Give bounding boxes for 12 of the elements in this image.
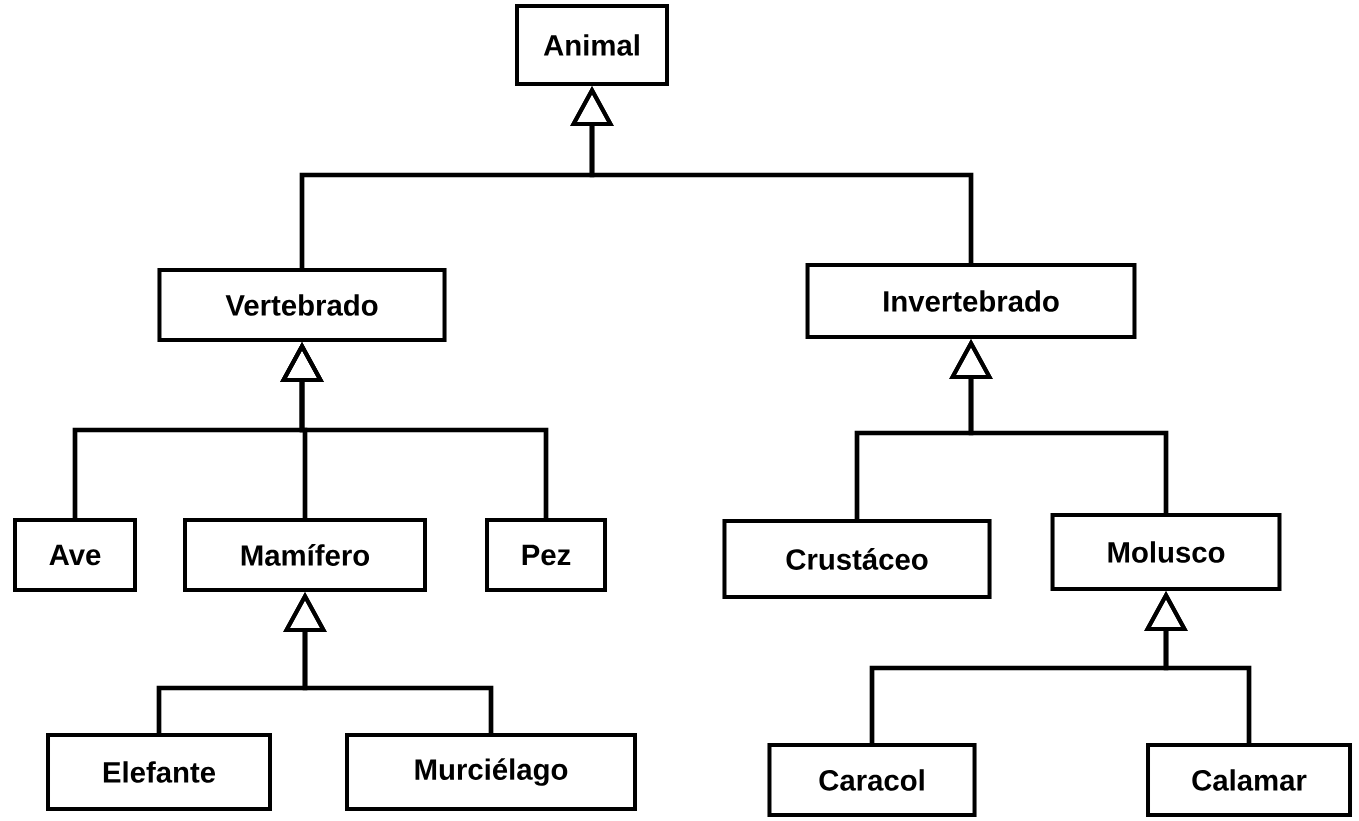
class-box: Vertebrado	[157, 268, 447, 342]
class-box: Mamífero	[183, 518, 427, 592]
class-box: Crustáceo	[722, 519, 992, 599]
class-box: Pez	[485, 518, 607, 592]
class-box: Elefante	[46, 733, 272, 811]
class-box: Animal	[515, 4, 669, 86]
class-box: Invertebrado	[805, 263, 1137, 339]
class-box: Calamar	[1146, 743, 1352, 817]
class-box: Ave	[13, 518, 137, 592]
class-box: Molusco	[1050, 513, 1282, 591]
class-box: Caracol	[767, 743, 977, 817]
class-box: Murciélago	[345, 733, 637, 811]
